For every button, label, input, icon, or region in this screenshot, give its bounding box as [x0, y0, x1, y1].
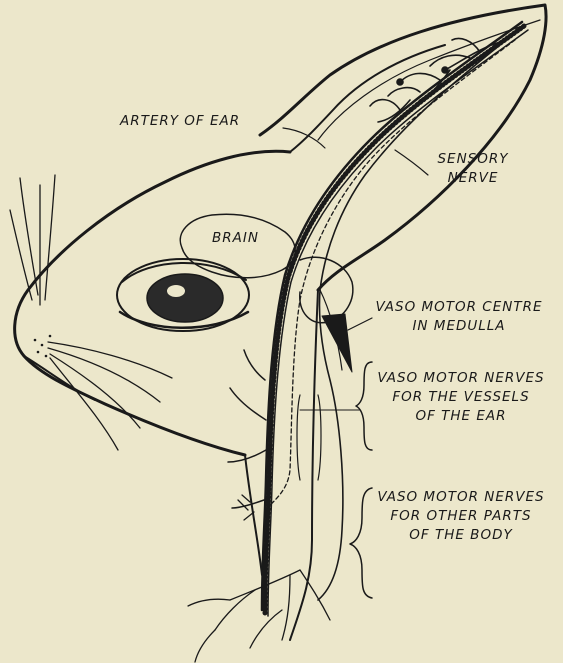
- neck-back: [290, 290, 318, 640]
- sensory-nerve: [265, 40, 515, 510]
- eye-iris: [147, 274, 223, 322]
- vaso-motor-centre-label-line2: IN MEDULLA: [364, 317, 554, 336]
- whiskers: [10, 175, 172, 450]
- sensory-nerve-label: SENSORY NERVE: [423, 150, 523, 188]
- sensory-nerve-label-line2: NERVE: [423, 169, 523, 188]
- artery-leader: [283, 128, 325, 148]
- spinal-cord-left: [297, 395, 300, 480]
- body-vaso-motor-nerves-line2: FOR OTHER PARTS: [368, 507, 554, 526]
- chin-line: [24, 356, 95, 400]
- body-vaso-motor-nerves-line3: OF THE BODY: [368, 526, 554, 545]
- vaso-motor-centre-label-line1: VASO MOTOR CENTRE: [364, 298, 554, 317]
- brain-label: BRAIN: [212, 229, 259, 248]
- body-vaso-motor-nerves-line1: VASO MOTOR NERVES: [368, 488, 554, 507]
- eye-highlight: [167, 285, 185, 297]
- ear-vaso-motor-nerves-line3: OF THE EAR: [368, 407, 554, 426]
- whisker-dots: [34, 335, 52, 358]
- body-nerve-branches: [188, 570, 330, 662]
- sensory-nerve-label-line1: SENSORY: [423, 150, 523, 169]
- ear-vaso-motor-nerves-label: VASO MOTOR NERVES FOR THE VESSELS OF THE…: [368, 369, 554, 426]
- artery-label: ARTERY OF EAR: [120, 112, 240, 131]
- ear-vaso-motor-nerves-line1: VASO MOTOR NERVES: [368, 369, 554, 388]
- facial-branches: [228, 350, 266, 508]
- ear-vaso-motor-nerves-line2: FOR THE VESSELS: [368, 388, 554, 407]
- spinal-cord-right: [318, 395, 321, 480]
- body-vaso-motor-nerves-label: VASO MOTOR NERVES FOR OTHER PARTS OF THE…: [368, 488, 554, 545]
- neck-front: [245, 455, 262, 575]
- vaso-motor-centre-label: VASO MOTOR CENTRE IN MEDULLA: [364, 298, 554, 336]
- ear-vessels: [370, 39, 500, 123]
